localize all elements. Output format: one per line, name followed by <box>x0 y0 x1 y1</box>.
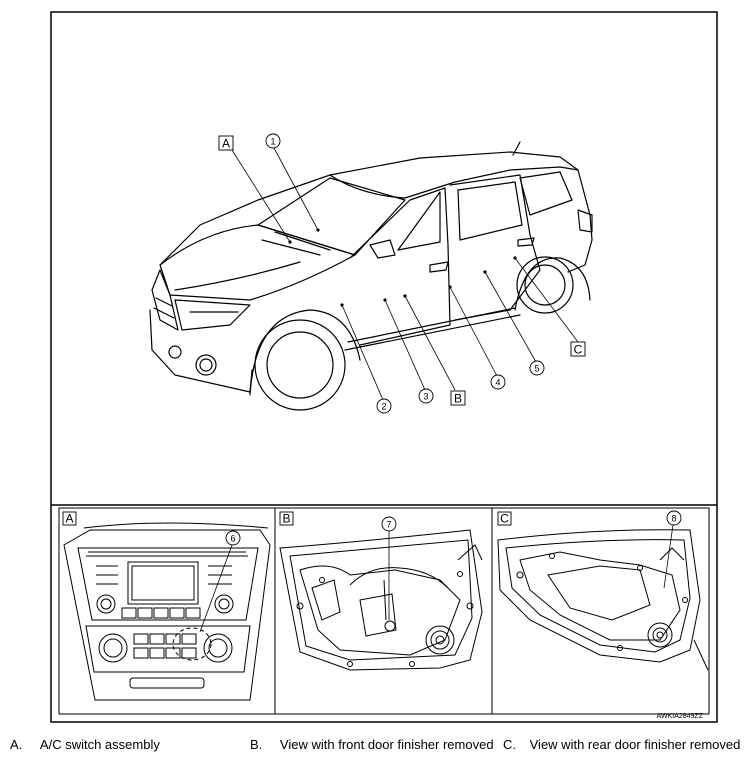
figure-code: AWKIA2849ZZ <box>657 713 704 720</box>
legend-item-c: C. View with rear door finisher removed <box>503 737 740 752</box>
callout-letter-c: C <box>570 341 586 357</box>
callout-letter-b: B <box>450 390 466 406</box>
svg-text:C: C <box>574 343 583 357</box>
svg-text:4: 4 <box>495 378 500 388</box>
legend-key-b: B. <box>250 737 263 752</box>
callout-letter-b-detail: B <box>279 512 294 526</box>
leader-line-8 <box>663 524 674 589</box>
leader-lines <box>231 147 579 401</box>
callout-letter-c-detail: C <box>497 512 512 526</box>
svg-text:B: B <box>282 512 290 526</box>
svg-text:1: 1 <box>270 137 275 147</box>
svg-text:2: 2 <box>381 402 386 412</box>
figure-frame <box>50 11 718 723</box>
legend-text-b: View with front door finisher removed <box>279 737 494 752</box>
callout-4: 4 <box>490 374 506 390</box>
svg-text:C: C <box>500 512 509 526</box>
leader-line-6 <box>199 544 233 633</box>
ac-switch-highlight <box>172 627 212 661</box>
svg-text:B: B <box>454 392 462 406</box>
svg-text:5: 5 <box>534 364 539 374</box>
legend-text-c: View with rear door finisher removed <box>529 737 741 752</box>
ac-panel-drawing <box>63 522 271 701</box>
leader-dots <box>288 228 517 307</box>
callout-5: 5 <box>529 360 545 376</box>
vehicle-drawing <box>149 141 593 411</box>
callout-6: 6 <box>225 530 241 546</box>
callout-1: 1 <box>265 133 281 149</box>
legend-key-c: C. <box>503 737 516 752</box>
callout-letter-a-detail: A <box>62 512 77 526</box>
front-door-drawing <box>279 529 483 671</box>
svg-text:3: 3 <box>423 392 428 402</box>
svg-text:A: A <box>222 137 230 151</box>
callout-2: 2 <box>376 398 392 414</box>
detail-panel-c <box>491 507 710 715</box>
svg-text:7: 7 <box>386 520 391 530</box>
rear-door-drawing <box>497 529 709 671</box>
legend-item-a: A. A/C switch assembly <box>10 737 160 752</box>
svg-text:A: A <box>65 512 73 526</box>
svg-text:8: 8 <box>671 514 676 524</box>
legend-text-a: A/C switch assembly <box>39 737 160 752</box>
callout-8: 8 <box>666 510 682 526</box>
callout-letter-a: A <box>218 135 234 151</box>
callout-7: 7 <box>381 516 397 532</box>
svg-text:6: 6 <box>230 534 235 544</box>
legend-item-b: B. View with front door finisher removed <box>250 737 494 752</box>
legend-key-a: A. <box>10 737 23 752</box>
callout-3: 3 <box>418 388 434 404</box>
